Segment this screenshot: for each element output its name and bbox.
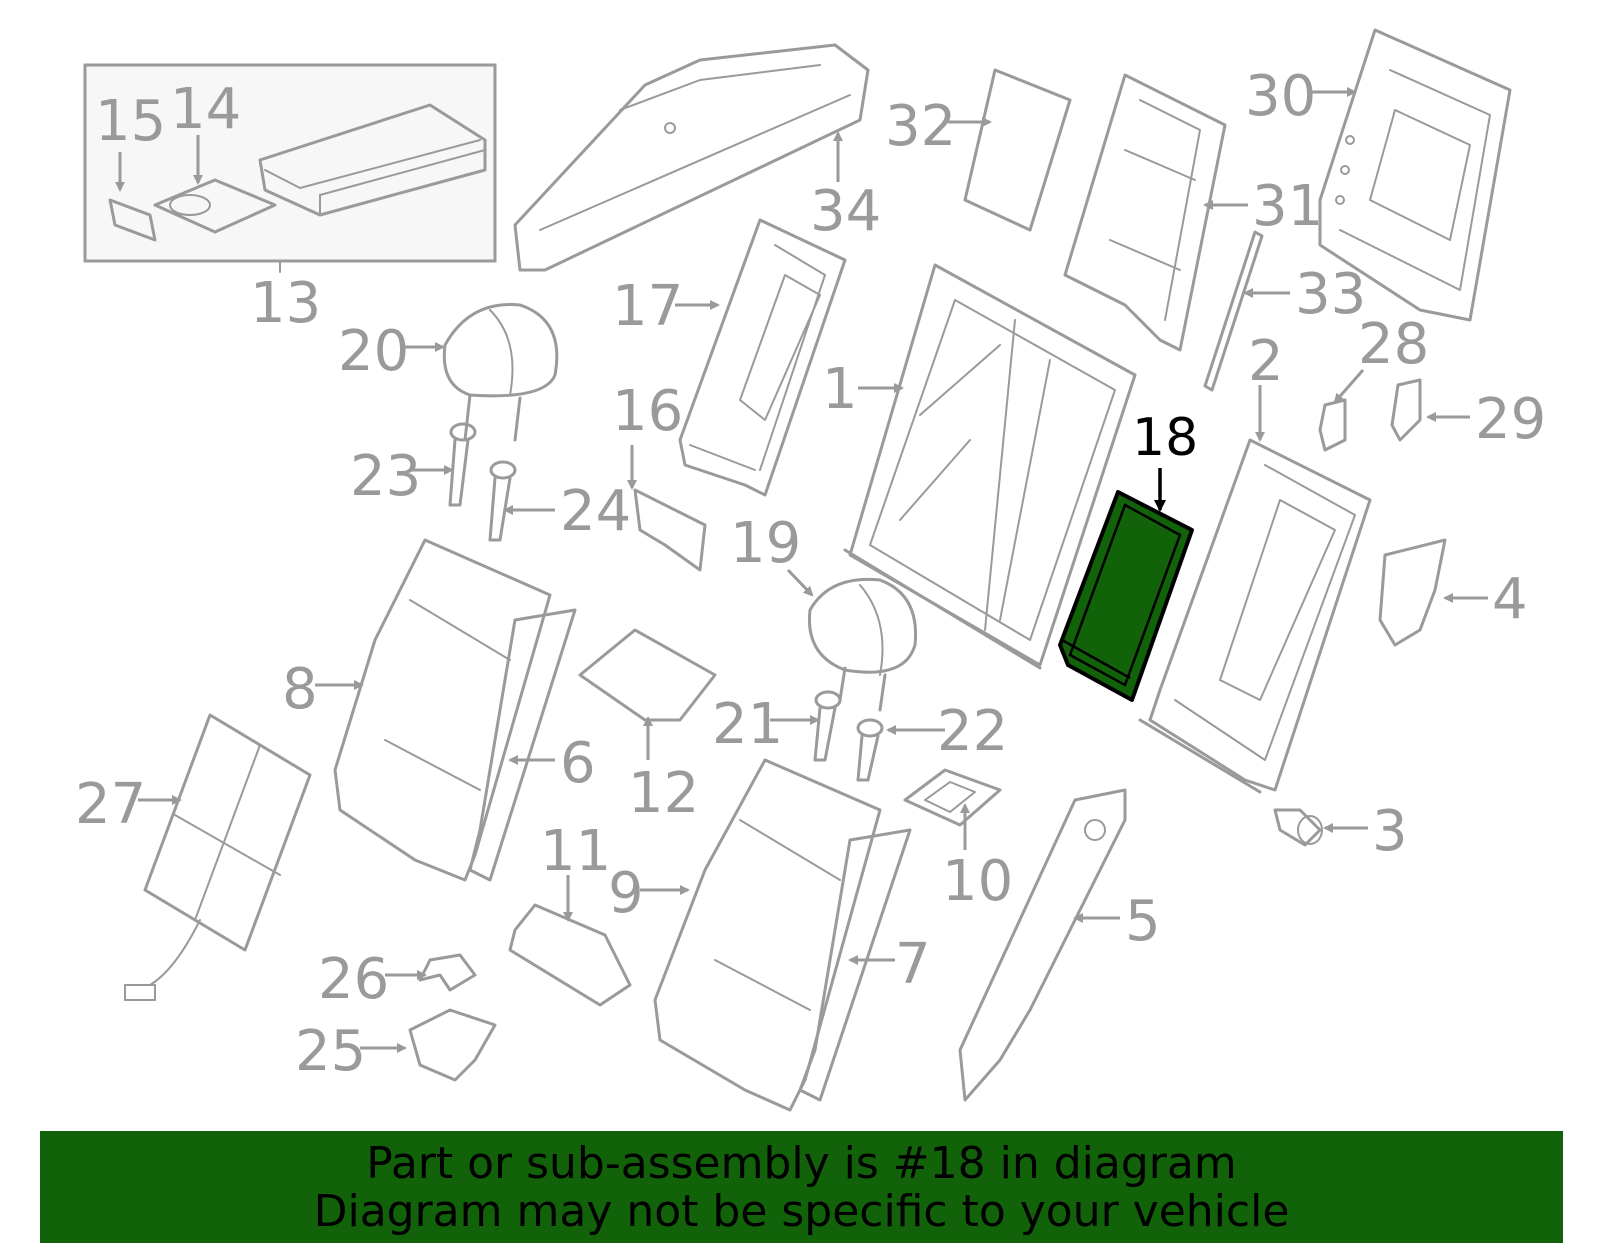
label-31: 31 [1252, 174, 1323, 239]
part-1-seat-frame [843, 263, 1137, 670]
label-19: 19 [730, 511, 801, 576]
part-6-cushion-cover [468, 608, 577, 882]
callout-labels: 15 14 13 34 32 30 31 33 2 28 29 4 3 5 10… [75, 64, 1546, 1084]
label-2: 2 [1248, 329, 1284, 394]
label-23: 23 [350, 444, 421, 509]
label-6: 6 [560, 731, 596, 796]
leader-lines [115, 87, 1488, 1053]
part-30-seat-frame [1318, 28, 1512, 322]
label-34: 34 [810, 179, 881, 244]
label-11: 11 [540, 819, 611, 884]
part-31-backrest-shell [1063, 73, 1227, 352]
part-16-trim [633, 488, 707, 572]
part-27-heater-pad [124, 713, 312, 1001]
part-29-cap [1390, 378, 1422, 442]
label-7: 7 [895, 932, 931, 997]
part-3-bushing [1273, 808, 1323, 847]
part-19-headrest [807, 577, 918, 712]
label-13: 13 [250, 271, 321, 336]
label-14: 14 [170, 77, 241, 142]
part-13-armrest-box [83, 63, 497, 273]
banner-line-2: Diagram may not be specific to your vehi… [313, 1186, 1290, 1237]
label-9: 9 [608, 861, 644, 926]
label-21: 21 [712, 692, 783, 757]
info-banner: Part or sub-assembly is #18 in diagram D… [40, 1131, 1563, 1243]
part-34-armrest-cover [513, 43, 870, 272]
part-28-clip [1318, 398, 1347, 452]
part-25-bracket [408, 1008, 497, 1082]
part-2-backrest [1138, 438, 1372, 794]
part-4-bracket [1378, 538, 1447, 647]
label-10: 10 [942, 849, 1013, 914]
part-10-bezel [903, 768, 1002, 827]
label-4: 4 [1492, 567, 1528, 632]
label-8: 8 [282, 657, 318, 722]
part-21-pin [813, 690, 842, 762]
label-15: 15 [95, 89, 166, 154]
part-12-pad [578, 628, 717, 722]
label-24: 24 [560, 479, 631, 544]
banner-line-1: Part or sub-assembly is #18 in diagram [366, 1138, 1237, 1189]
part-24-pin [488, 460, 517, 542]
label-26: 26 [318, 947, 389, 1012]
label-22: 22 [937, 699, 1008, 764]
part-20-headrest [442, 303, 559, 442]
label-17: 17 [612, 274, 683, 339]
label-5: 5 [1125, 889, 1161, 954]
part-9-seat-cushion [653, 758, 882, 1112]
label-18-highlighted: 18 [1132, 408, 1198, 468]
label-3: 3 [1372, 799, 1408, 864]
part-8-seat-cushion [333, 538, 552, 882]
part-17-backrest-panel [678, 218, 847, 497]
label-33: 33 [1295, 262, 1366, 327]
part-7-cushion-cover [798, 828, 912, 1102]
label-12: 12 [628, 761, 699, 826]
part-33-rod [1203, 230, 1264, 392]
label-30: 30 [1245, 64, 1316, 129]
part-11-handle [508, 903, 632, 1007]
label-1: 1 [822, 357, 858, 422]
part-22-pin [856, 718, 884, 782]
part-18-highlighted-cushion[interactable] [1058, 490, 1194, 702]
part-26-clip [418, 953, 477, 992]
label-25: 25 [295, 1019, 366, 1084]
part-23-pin [448, 422, 477, 507]
label-28: 28 [1358, 312, 1429, 377]
part-5-side-trim [958, 788, 1127, 1102]
part-32-panel [963, 68, 1072, 232]
label-16: 16 [612, 379, 683, 444]
label-20: 20 [338, 319, 409, 384]
label-29: 29 [1475, 387, 1546, 452]
label-27: 27 [75, 772, 146, 837]
label-32: 32 [885, 94, 956, 159]
